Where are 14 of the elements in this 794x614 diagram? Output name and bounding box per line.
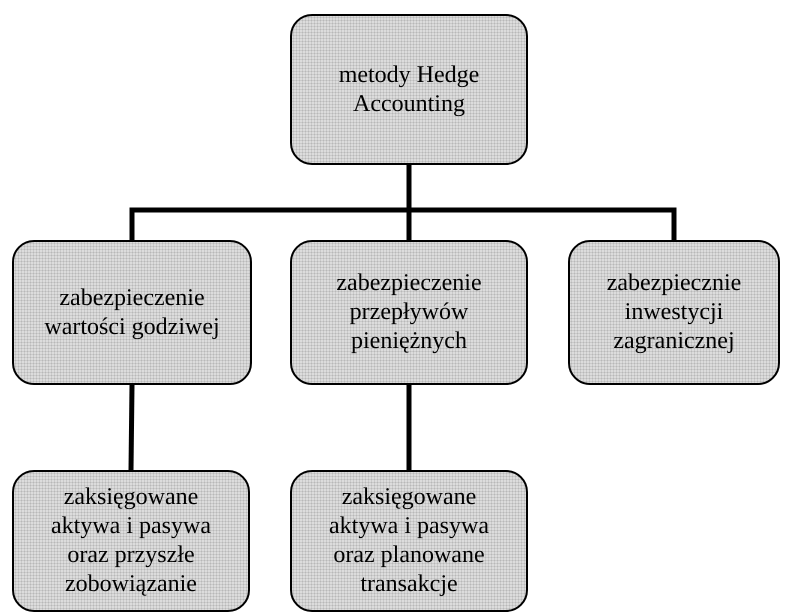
box-label: metody Hedge Accounting: [338, 60, 480, 118]
rounded-box: [290, 14, 528, 165]
box-label: zabezpieczenie wartości godziwej: [43, 284, 221, 342]
rounded-box: [290, 240, 528, 385]
rounded-box: [290, 470, 528, 612]
rounded-box: [12, 240, 252, 385]
rounded-box: [568, 240, 780, 385]
box-label: zabezpiecznie inwestycji zagranicznej: [606, 269, 742, 356]
connector-line: [128, 384, 134, 470]
box-label: zaksięgowane aktywa i pasywa oraz planowane transakcje: [328, 483, 490, 599]
box-label: zabezpieczenie przepływów pieniężnych: [335, 269, 483, 356]
connector-line: [406, 385, 412, 470]
box-label: zaksięgowane aktywa i pasywa oraz przyszłe zobowiązanie: [50, 483, 212, 599]
rounded-box: [12, 470, 250, 612]
